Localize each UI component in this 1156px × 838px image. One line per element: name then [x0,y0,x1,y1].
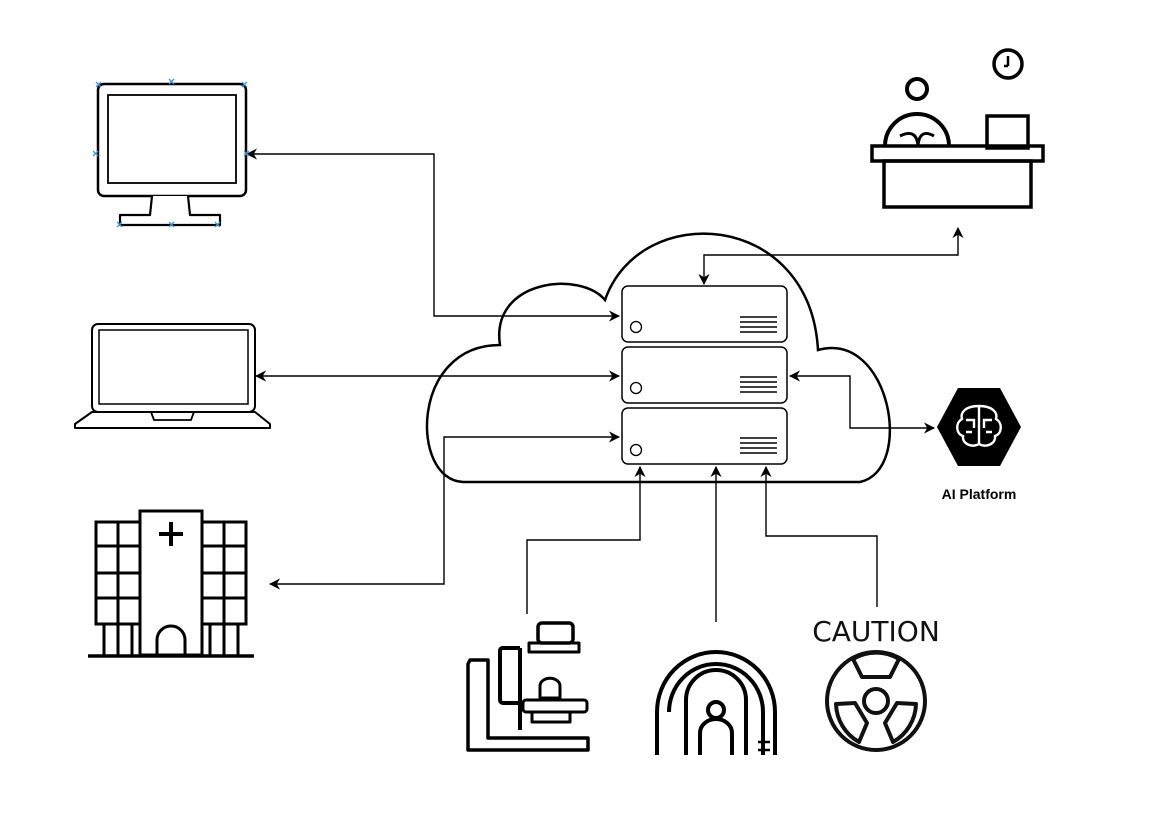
laptop-icon [74,323,271,429]
caution-label: CAUTION [812,615,940,648]
selection-handles [92,78,250,228]
server-icon [621,285,788,343]
hospital-building-icon [88,509,254,658]
connector-c-arm [526,465,646,614]
mri-scanner-icon [655,650,777,755]
connector-radiation [760,465,878,607]
reception-desk-icon [870,77,1045,209]
c-arm-xray-icon [466,621,590,752]
ai-platform-label: AI Platform [942,486,1017,502]
ai-brain-icon [956,404,1002,447]
ai-platform-node: AI Platform [937,388,1021,502]
server-rack [621,285,788,465]
radiation-hazard-icon: CAUTION [812,615,940,752]
connector-monitor [245,148,621,322]
connectors [245,148,964,622]
connector-reception [698,226,964,286]
desktop-monitor-icon [92,78,250,228]
connector-ai-platform [788,370,936,434]
clock-icon [992,48,1024,80]
connector-hospital [268,431,621,590]
server-icon [621,407,788,465]
server-icon [621,346,788,404]
